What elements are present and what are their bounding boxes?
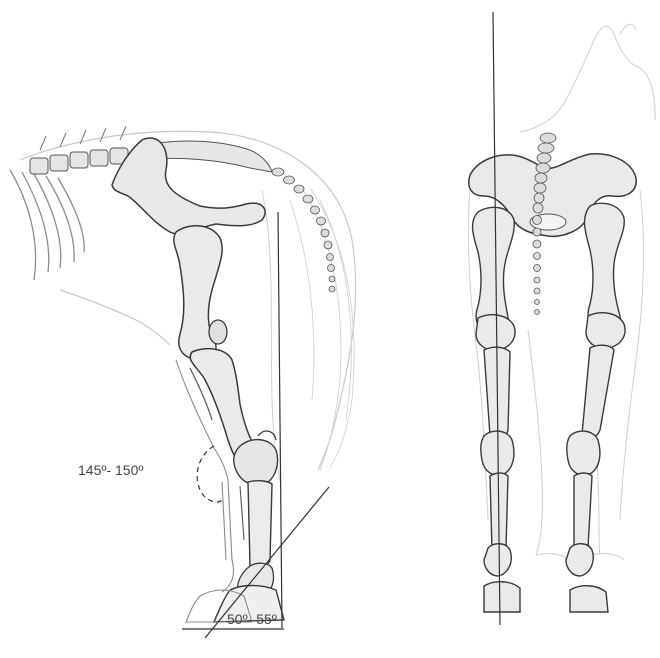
hock-angle-label: 145º- 150º — [78, 462, 144, 478]
right-hock — [567, 431, 600, 475]
patella — [209, 320, 227, 344]
hock — [234, 440, 278, 485]
plumb-line-lateral — [278, 212, 282, 628]
splint-bone — [240, 486, 244, 540]
left-fetlock — [484, 544, 511, 576]
rear-view — [468, 12, 655, 625]
right-stifle — [586, 313, 625, 349]
tail-vertebrae — [272, 168, 335, 292]
right-hoof — [570, 586, 608, 612]
right-hindlimb-rear — [566, 203, 625, 612]
right-tibia — [582, 345, 614, 438]
tail-hair — [290, 185, 354, 470]
thigh-rear-outline — [262, 190, 280, 480]
left-stifle — [476, 315, 515, 351]
lumbar-spine — [30, 126, 128, 174]
right-fetlock — [566, 544, 593, 576]
lateral-view — [10, 126, 356, 638]
cannon-bone — [248, 481, 272, 568]
left-hoof — [484, 582, 520, 612]
belly-outline — [60, 290, 170, 345]
hoof-angle-label: 50º- 55º — [227, 611, 277, 627]
right-cannon — [574, 473, 592, 554]
ribcage — [10, 170, 84, 280]
right-femur — [585, 203, 625, 331]
